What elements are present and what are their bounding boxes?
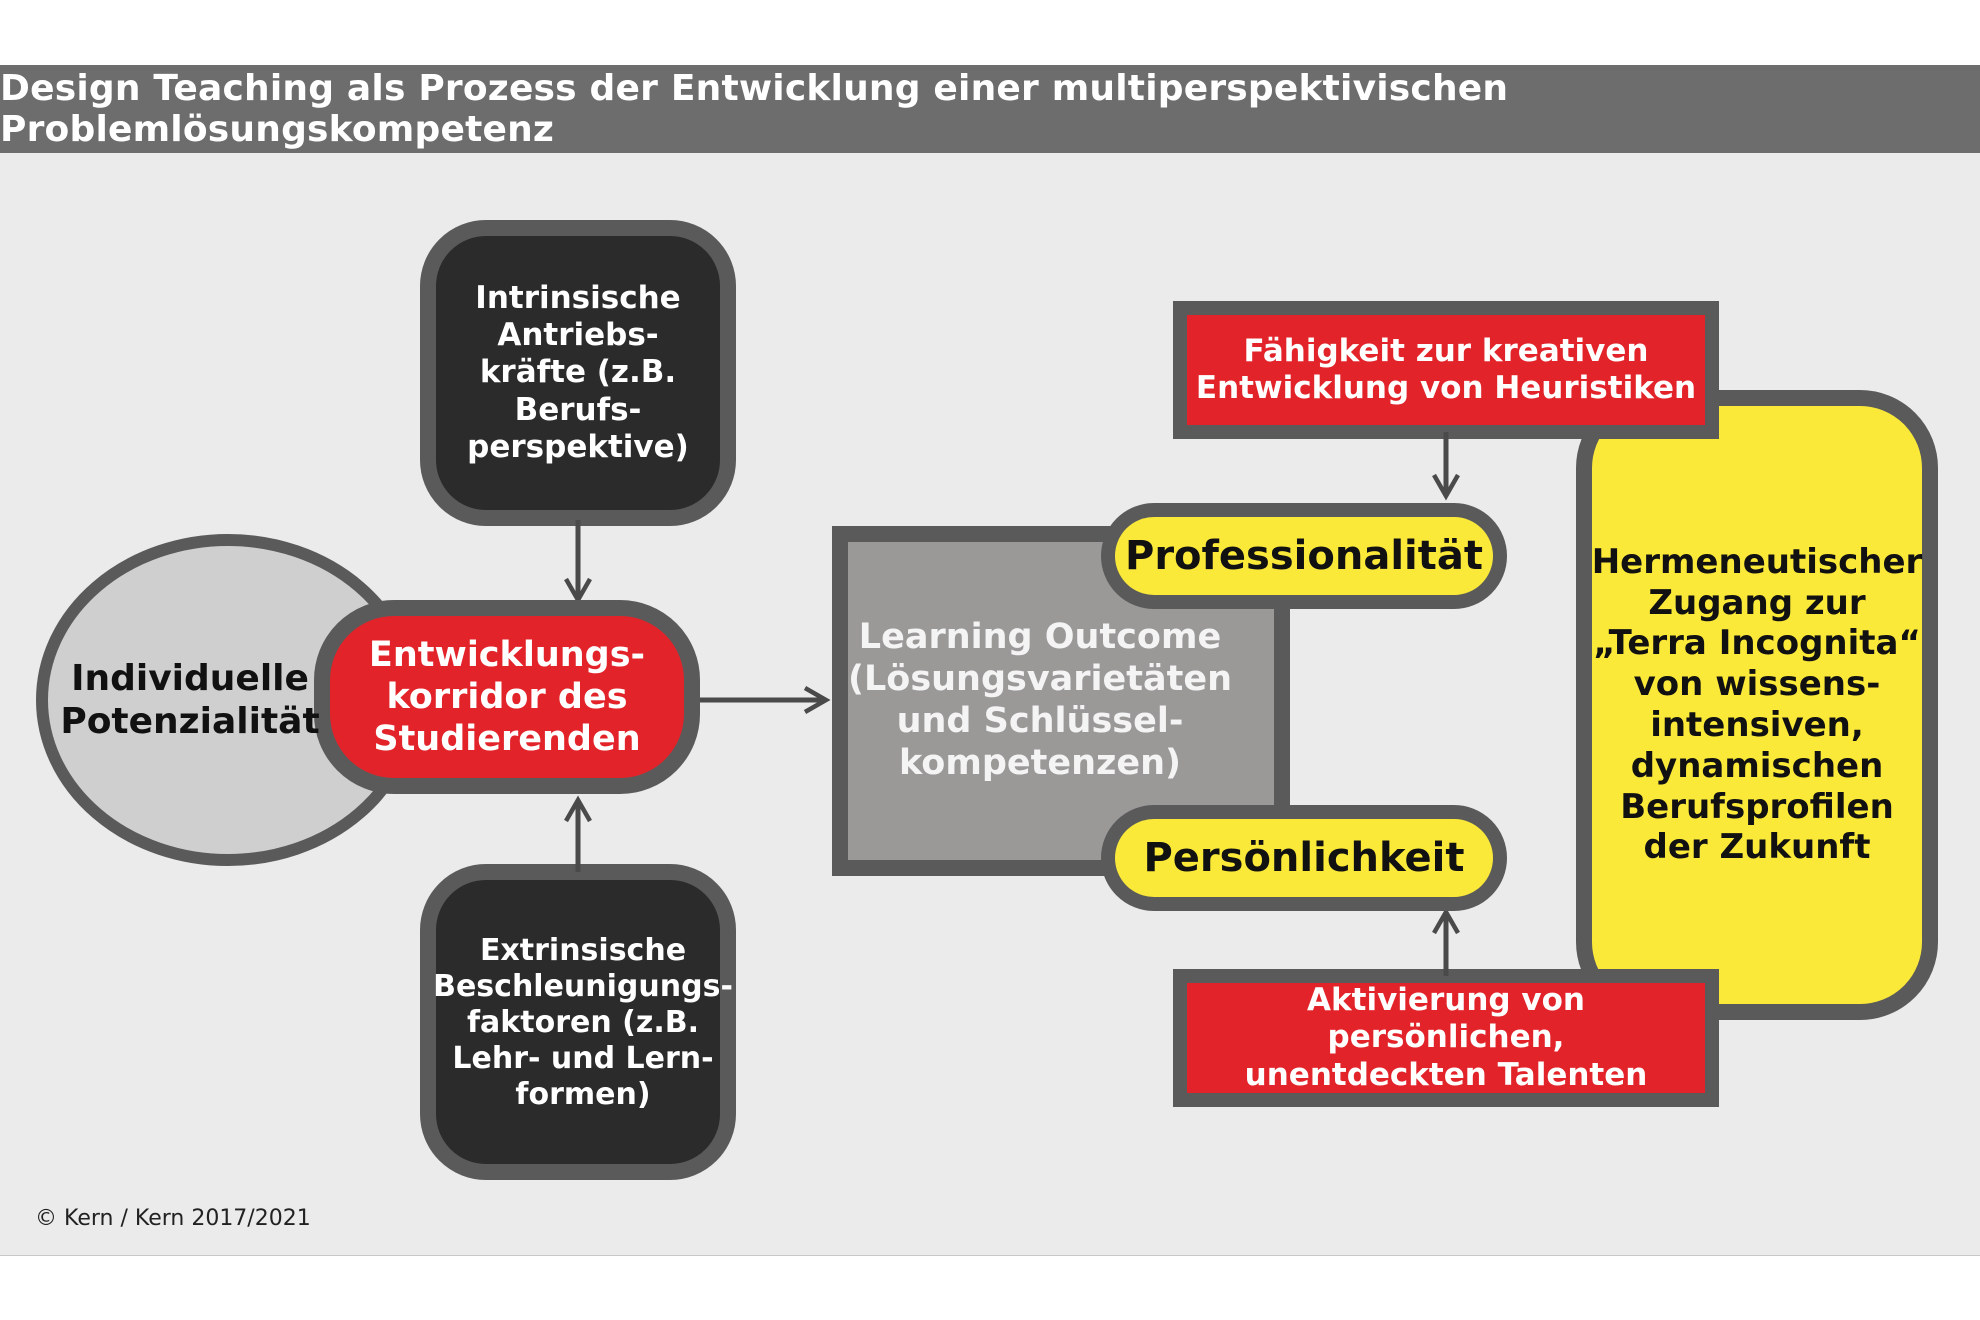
- intrinsic-box: [420, 220, 736, 526]
- page-title: Design Teaching als Prozess der Entwickl…: [0, 65, 1980, 153]
- hermeneutic-panel: [1576, 390, 1938, 1020]
- corridor-label: Entwicklungs- korridor des Studierenden: [368, 635, 646, 759]
- intrinsic-label: Intrinsische Antriebs- kräfte (z.B. Beru…: [467, 280, 689, 465]
- corridor-pill: [314, 600, 700, 794]
- potential-label: Individuelle Potenzialität: [60, 657, 320, 742]
- professionalism-label: Professionalität: [1125, 533, 1483, 579]
- talents-label: Aktivierung von persönlichen, unentdeckt…: [1244, 982, 1648, 1093]
- extrinsic-label: Extrinsische Beschleunigungs- faktoren (…: [433, 932, 733, 1112]
- talents-box: [1173, 969, 1719, 1107]
- outcome-label: Learning Outcome (Lösungsvarietäten und …: [847, 617, 1233, 783]
- hermeneutic-label: Hermeneutischer Zugang zur „Terra Incogn…: [1591, 541, 1923, 868]
- personality-pill: [1101, 805, 1507, 911]
- heuristics-label: Fähigkeit zur kreativen Entwicklung von …: [1195, 332, 1697, 406]
- copyright-text: © Kern / Kern 2017/2021: [35, 1206, 311, 1231]
- personality-label: Persönlichkeit: [1143, 835, 1465, 881]
- professionalism-pill: [1101, 503, 1507, 609]
